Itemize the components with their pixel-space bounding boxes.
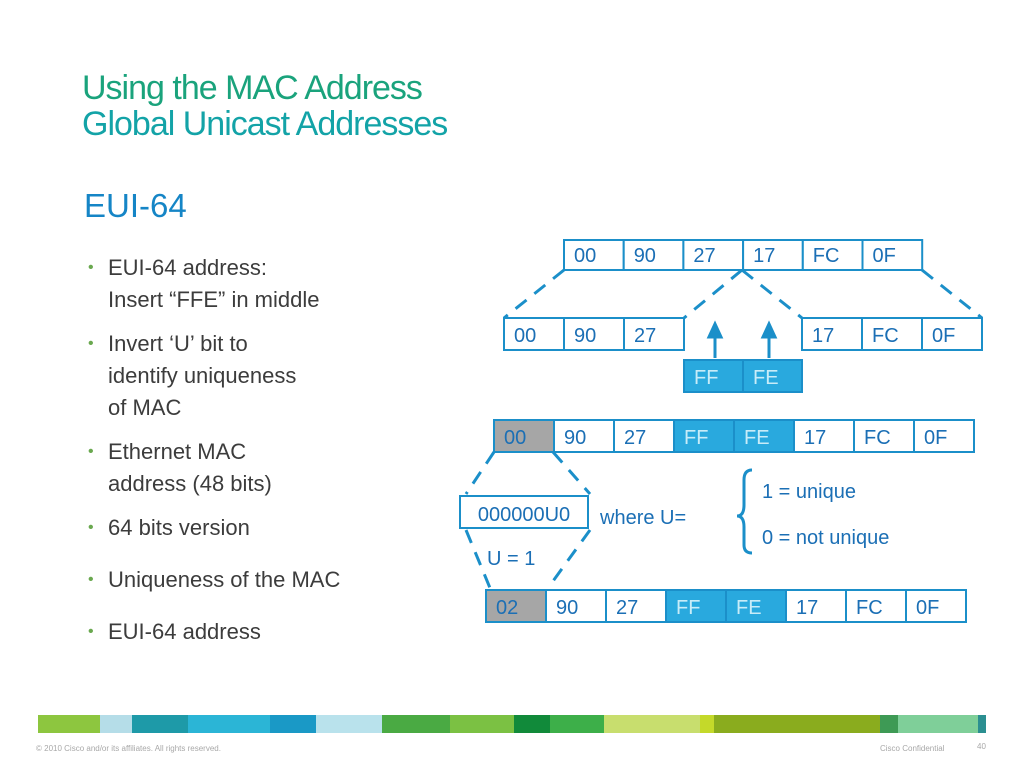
modified-eui64-row: 02 90 27 FF FE 17 FC 0F: [485, 589, 967, 623]
byte-cell: [605, 589, 667, 623]
byte-value: 17: [753, 245, 775, 267]
byte-cell: [742, 359, 803, 393]
byte-cell: [801, 239, 864, 271]
byte-cell: [683, 359, 744, 393]
bullet-item: Uniqueness of the MAC: [88, 564, 428, 596]
title-line-2: Global Unicast Addresses: [82, 105, 448, 143]
byte-value: 90: [556, 597, 578, 619]
byte-value: 27: [624, 427, 646, 449]
byte-value: 90: [634, 245, 656, 267]
bullet-item: EUI-64 address: [88, 616, 428, 648]
byte-value: FF: [684, 427, 708, 449]
byte-value: 90: [574, 325, 596, 347]
byte-value: 17: [812, 325, 834, 347]
byte-cell: [673, 419, 735, 453]
bullet-item: Invert ‘U’ bit to identify uniqueness of…: [88, 328, 428, 424]
arrow-ff-head: [706, 320, 724, 339]
dashed-connectors: [464, 268, 983, 589]
byte-value: FC: [813, 245, 840, 267]
byte-cell: [563, 239, 625, 271]
byte-cell: [921, 317, 983, 351]
byte-cell: [785, 589, 847, 623]
connector-bits-upper-right: [551, 451, 592, 495]
byte-cell: [503, 317, 565, 351]
bits-box: 000000U0: [459, 495, 589, 529]
u-unique-label: 1 = unique: [762, 481, 856, 503]
byte-value: 90: [564, 427, 586, 449]
connector-right-outer: [921, 268, 983, 320]
byte-value: FE: [753, 367, 779, 389]
connector-bits-lower-left: [464, 529, 492, 589]
byte-value: 17: [804, 427, 826, 449]
byte-cell: [493, 419, 555, 453]
u-not-unique-label: 0 = not unique: [762, 527, 889, 549]
byte-cell: [485, 589, 547, 623]
byte-value: FE: [744, 427, 770, 449]
byte-cell: [905, 589, 967, 623]
byte-value: 27: [616, 597, 638, 619]
connector-left-inner: [683, 268, 743, 320]
byte-value: 0F: [932, 325, 955, 347]
byte-cell: [665, 589, 727, 623]
where-u-label: where U=: [599, 507, 686, 529]
bullet-item: 64 bits version: [88, 512, 428, 544]
byte-cell: [725, 589, 787, 623]
confidential-label: Cisco Confidential: [880, 744, 945, 753]
byte-value: FE: [736, 597, 762, 619]
byte-cell: [845, 589, 907, 623]
byte-value: FC: [872, 325, 899, 347]
byte-cell: [793, 419, 855, 453]
copyright-notice: © 2010 Cisco and/or its affiliates. All …: [36, 744, 221, 753]
byte-value: 0F: [924, 427, 947, 449]
inserted-ffe-row: FF FE: [683, 359, 803, 393]
connector-left-outer: [503, 268, 565, 320]
byte-value: 00: [574, 245, 596, 267]
byte-cell: [733, 419, 795, 453]
insert-arrows: [706, 320, 778, 358]
byte-cell: [861, 239, 924, 271]
byte-value: 02: [496, 597, 518, 619]
byte-cell: [553, 419, 615, 453]
connector-bits-lower-right: [546, 529, 592, 589]
split-right-row: 17 FC 0F: [801, 317, 983, 351]
byte-cell: [913, 419, 975, 453]
byte-cell: [545, 589, 607, 623]
bits-box-label: 000000U0: [478, 504, 570, 526]
arrow-fe-head: [760, 320, 778, 339]
title-line-1: Using the MAC Address: [82, 69, 423, 107]
byte-value: 27: [634, 325, 656, 347]
byte-value: 27: [693, 245, 715, 267]
slide-subtitle: EUI-64: [84, 187, 187, 224]
footer-color-bar: [38, 715, 986, 733]
byte-cell: [623, 317, 685, 351]
byte-value: FF: [676, 597, 700, 619]
byte-value: 0F: [873, 245, 896, 267]
bullet-item: EUI-64 address: Insert “FFE” in middle: [88, 252, 428, 316]
byte-value: FC: [856, 597, 883, 619]
connector-right-inner: [741, 268, 803, 320]
page-number: 40: [977, 742, 986, 751]
byte-value: 17: [796, 597, 818, 619]
brace-icon: [736, 468, 753, 555]
bullet-list: EUI-64 address: Insert “FFE” in middle I…: [88, 252, 428, 648]
split-left-row: 00 90 27: [503, 317, 685, 351]
byte-value: 0F: [916, 597, 939, 619]
byte-value: 00: [504, 427, 526, 449]
byte-value: 00: [514, 325, 536, 347]
connector-bits-upper-left: [464, 451, 496, 495]
byte-value: FF: [694, 367, 718, 389]
eui64-row: 00 90 27 FF FE 17 FC 0F: [493, 419, 975, 453]
mac-address-row: 00 90 27 17 FC 0F: [563, 239, 924, 271]
byte-cell: [682, 239, 745, 271]
u-equals-one-label: U = 1: [487, 548, 535, 570]
slide-title: Using the MAC Address Global Unicast Add…: [82, 69, 448, 143]
byte-value: FC: [864, 427, 891, 449]
bullet-item: Ethernet MAC address (48 bits): [88, 436, 428, 500]
